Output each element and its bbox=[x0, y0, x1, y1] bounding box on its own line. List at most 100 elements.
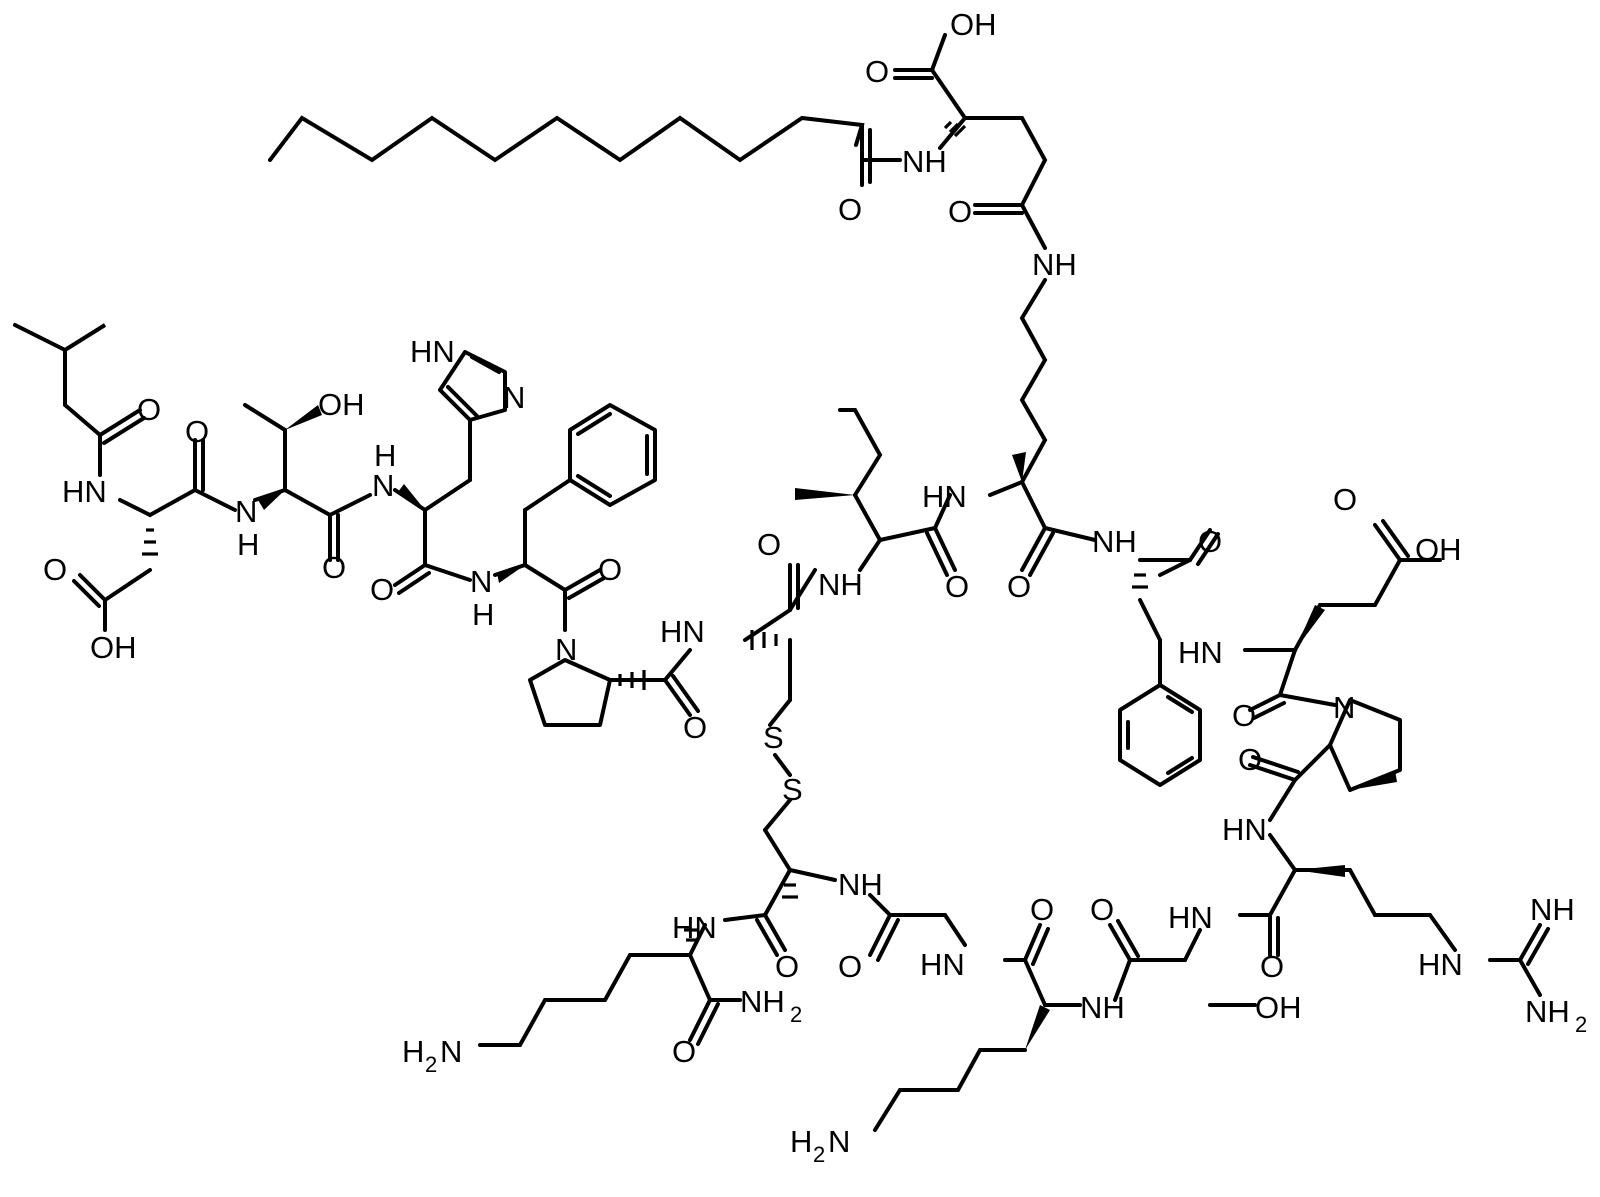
label-n-imidazole: N bbox=[503, 380, 525, 415]
lys-carbonyl-double bbox=[1020, 526, 1047, 572]
label-hn-lys-c: HN bbox=[672, 910, 717, 945]
label-nh-imine: NH bbox=[1530, 892, 1575, 927]
phe2-ring-double-1 bbox=[1166, 695, 1194, 714]
label-h2n-lys-c-h: H bbox=[402, 1034, 424, 1069]
his-carbonyl-double-2 bbox=[397, 571, 431, 595]
his-alpha-beta bbox=[423, 478, 472, 512]
phe1-beta-ring bbox=[523, 478, 572, 512]
label-nh2-guanidine-sub: 2 bbox=[1575, 1012, 1587, 1037]
label-s1: S bbox=[763, 720, 784, 755]
label-nh-lys2: NH bbox=[1080, 990, 1125, 1025]
wedge-arg bbox=[1295, 865, 1345, 877]
glu-side-chain bbox=[1293, 558, 1402, 652]
label-o-glu-gamma: O bbox=[948, 194, 972, 229]
phe2-alpha-benzyl bbox=[1138, 598, 1162, 642]
label-h2n-lys2-sub: 2 bbox=[813, 1142, 825, 1167]
guanidine-imine bbox=[1518, 923, 1542, 962]
glu-alpha-acid-bond bbox=[930, 68, 967, 120]
phe2-carbonyl-double bbox=[1188, 528, 1212, 562]
ser-n-carbonyl bbox=[1113, 958, 1132, 1002]
glu-carbonyl-double bbox=[1248, 693, 1282, 712]
ile-carbonyl-double bbox=[933, 526, 957, 572]
cys2-alpha-n bbox=[788, 868, 837, 882]
arg-alpha-n bbox=[1268, 833, 1297, 872]
label-o-acid-top: O bbox=[865, 54, 889, 89]
thr-alpha-carbonyl bbox=[283, 488, 332, 517]
label-nh2-amide-sub: 2 bbox=[790, 1002, 802, 1027]
label-n-pro2: N bbox=[1333, 690, 1355, 725]
arg-sidechain bbox=[1293, 868, 1457, 952]
asp-alpha-carbonyl bbox=[148, 488, 197, 517]
cys2-beta-alpha bbox=[763, 828, 792, 872]
wedge-thr-n bbox=[258, 490, 285, 510]
pro1-carbonyl-hn bbox=[663, 648, 692, 682]
label-hn-ser: HN bbox=[1168, 900, 1213, 935]
label-nh-phe2: NH bbox=[1092, 524, 1137, 559]
lys-hn-bond bbox=[988, 480, 1024, 497]
lys-c-carbonyl-double-2 bbox=[696, 1002, 720, 1046]
hash-lys-c-alpha bbox=[684, 928, 698, 942]
thr-n-alpha bbox=[253, 488, 287, 502]
label-o-amide-c: O bbox=[672, 1034, 696, 1069]
label-o-cys2-carbonyl: O bbox=[775, 949, 799, 984]
hash-cys1-alpha bbox=[750, 630, 778, 650]
label-hn-cys1: HN bbox=[660, 614, 705, 649]
pro1-carbonyl-double bbox=[663, 678, 692, 717]
label-o-glu-side: O bbox=[1333, 482, 1357, 517]
glu-acid-oh-bond bbox=[930, 33, 947, 72]
phe1-alpha-carbonyl bbox=[523, 563, 567, 592]
label-hn-guanidine: HN bbox=[1418, 947, 1463, 982]
thr-beta-methyl bbox=[243, 403, 287, 432]
label-h2n-lys2-n: N bbox=[828, 1124, 850, 1159]
asp-carbonyl-n bbox=[193, 488, 237, 512]
hash-pro1-alpha bbox=[618, 670, 646, 690]
lys2-sidechain bbox=[873, 1048, 1027, 1132]
label-oh-thr: OH bbox=[318, 387, 365, 422]
wedge-his-n bbox=[398, 484, 425, 510]
label-h2n-lys-c-sub: 2 bbox=[425, 1052, 437, 1077]
lys2-carbonyl-double bbox=[1023, 923, 1042, 962]
glu-alpha-n-bond bbox=[938, 116, 967, 150]
label-hn-arg: HN bbox=[1222, 812, 1267, 847]
label-oh-ser: OH bbox=[1255, 990, 1302, 1025]
label-hn-gly: HN bbox=[920, 947, 965, 982]
wedge-glu-alpha bbox=[1295, 605, 1325, 650]
atom-labels: OH O NH O O NH O HN O N H OH O N H HN N … bbox=[43, 7, 1587, 1167]
hash-asp-alpha bbox=[142, 528, 158, 556]
wedge-lys2 bbox=[1025, 1005, 1050, 1050]
lys2-carbonyl-alpha bbox=[1023, 958, 1047, 1007]
palmitoyl-chain bbox=[268, 115, 865, 163]
gly-alpha-n bbox=[943, 913, 967, 947]
label-hn-asp: HN bbox=[62, 474, 107, 509]
cys1-carbonyl-bond bbox=[788, 568, 817, 612]
asp-acid-double-2 bbox=[72, 579, 101, 608]
label-oh-glu-side: OH bbox=[1415, 532, 1462, 567]
label-h-phe1: H bbox=[472, 597, 494, 632]
arg-carbonyl-alpha bbox=[1268, 868, 1297, 917]
label-s2: S bbox=[782, 772, 803, 807]
lys-c-sidechain bbox=[478, 953, 692, 1047]
glu-carbonyl-n bbox=[1278, 693, 1337, 707]
glu-sidechain bbox=[963, 116, 1048, 207]
label-h2n-lys-c-n: N bbox=[440, 1034, 462, 1069]
disulfide-bond bbox=[773, 753, 792, 777]
glu-alpha-carbonyl bbox=[1278, 648, 1297, 697]
wedge-phe1-n bbox=[497, 565, 525, 583]
label-h-thr: H bbox=[237, 527, 259, 562]
guanidine-imine-2 bbox=[1526, 927, 1550, 966]
lys-carbonyl-bond bbox=[1020, 480, 1047, 530]
asp-acid-double bbox=[78, 573, 107, 602]
phe2-carbonyl-double-2 bbox=[1196, 532, 1220, 566]
label-o-isovaleryl: O bbox=[137, 392, 161, 427]
hash-cys2-alpha bbox=[782, 883, 798, 899]
label-oh-asp-acid: OH bbox=[90, 630, 137, 665]
label-h-his-amide: H bbox=[374, 438, 396, 473]
lys-c-hn-alpha bbox=[688, 923, 707, 957]
hash-phe2-alpha bbox=[1132, 573, 1148, 589]
imidazole-double-2 bbox=[470, 355, 501, 374]
phe1-carbonyl-double bbox=[563, 568, 602, 592]
label-nh-cys2: NH bbox=[838, 867, 883, 902]
gly-carbonyl-double-2 bbox=[876, 918, 900, 962]
ser-alpha-hn bbox=[1183, 928, 1202, 962]
label-nh2-amide: NH bbox=[740, 984, 785, 1019]
